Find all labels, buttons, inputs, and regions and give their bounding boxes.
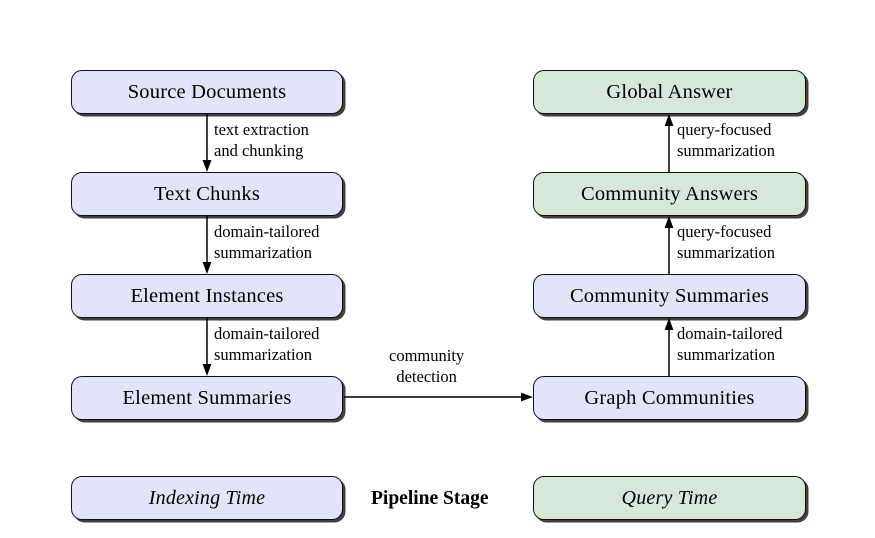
edge-label-instances-to-summaries-line2: summarization	[214, 345, 313, 365]
edge-label-communities-to-summaries-line1: domain-tailored	[677, 324, 783, 343]
node-text-chunks[interactable]: Text Chunks	[71, 172, 343, 216]
arrow-communities-to-community-summaries	[664, 318, 674, 376]
legend-query-time-label: Query Time	[621, 487, 718, 509]
node-element-summaries-label: Element Summaries	[122, 386, 292, 409]
legend-pipeline-stage-label: Pipeline Stage	[371, 488, 489, 509]
edge-label-communities-to-summaries: domain-tailored summarization	[677, 323, 782, 366]
node-graph-communities-label: Graph Communities	[584, 386, 755, 409]
node-element-instances-label: Element Instances	[130, 284, 284, 307]
edge-label-chunks-to-instances: domain-tailored summarization	[214, 221, 319, 264]
legend-pipeline-stage: Pipeline Stage	[371, 488, 489, 510]
node-element-instances[interactable]: Element Instances	[71, 274, 343, 318]
edge-label-answers-to-global-line2: summarization	[677, 141, 776, 161]
node-community-summaries-label: Community Summaries	[569, 284, 770, 307]
node-community-answers[interactable]: Community Answers	[533, 172, 806, 216]
node-community-summaries[interactable]: Community Summaries	[533, 274, 806, 318]
edge-label-summaries-to-answers: query-focused summarization	[677, 221, 775, 264]
edge-label-answers-to-global: query-focused summarization	[677, 119, 775, 162]
edge-label-text-extraction-line2: and chunking	[214, 141, 304, 161]
arrow-summaries-to-communities	[344, 392, 533, 402]
edge-label-community-detection: community detection	[389, 345, 464, 388]
edge-label-chunks-to-instances-line2: summarization	[214, 243, 313, 263]
arrow-instances-to-summaries	[202, 318, 212, 376]
legend-indexing-time-label: Indexing Time	[148, 487, 266, 509]
node-element-summaries[interactable]: Element Summaries	[71, 376, 343, 420]
edge-label-instances-to-summaries: domain-tailored summarization	[214, 323, 319, 366]
node-global-answer-label: Global Answer	[606, 80, 733, 103]
edge-label-summaries-to-answers-line1: query-focused	[677, 222, 772, 241]
edge-label-instances-to-summaries-line1: domain-tailored	[214, 324, 320, 343]
legend-query-time[interactable]: Query Time	[533, 476, 806, 520]
edge-label-community-detection-line1: community	[389, 346, 465, 365]
node-text-chunks-label: Text Chunks	[153, 182, 261, 205]
arrow-answers-to-global	[664, 114, 674, 172]
legend-indexing-time[interactable]: Indexing Time	[71, 476, 343, 520]
edge-label-text-extraction: text extraction and chunking	[214, 119, 309, 162]
edge-label-communities-to-summaries-line2: summarization	[677, 345, 776, 365]
edge-label-answers-to-global-line1: query-focused	[677, 120, 772, 139]
node-source-documents-label: Source Documents	[127, 80, 287, 103]
node-global-answer[interactable]: Global Answer	[533, 70, 806, 114]
edge-label-text-extraction-line1: text extraction	[214, 120, 309, 139]
node-source-documents[interactable]: Source Documents	[71, 70, 343, 114]
arrow-source-to-chunks	[202, 114, 212, 172]
edge-label-summaries-to-answers-line2: summarization	[677, 243, 776, 263]
edge-label-community-detection-line2: detection	[396, 367, 457, 387]
arrow-chunks-to-instances	[202, 216, 212, 274]
node-graph-communities[interactable]: Graph Communities	[533, 376, 806, 420]
arrow-community-summaries-to-answers	[664, 216, 674, 274]
node-community-answers-label: Community Answers	[580, 182, 759, 205]
edge-label-chunks-to-instances-line1: domain-tailored	[214, 222, 320, 241]
